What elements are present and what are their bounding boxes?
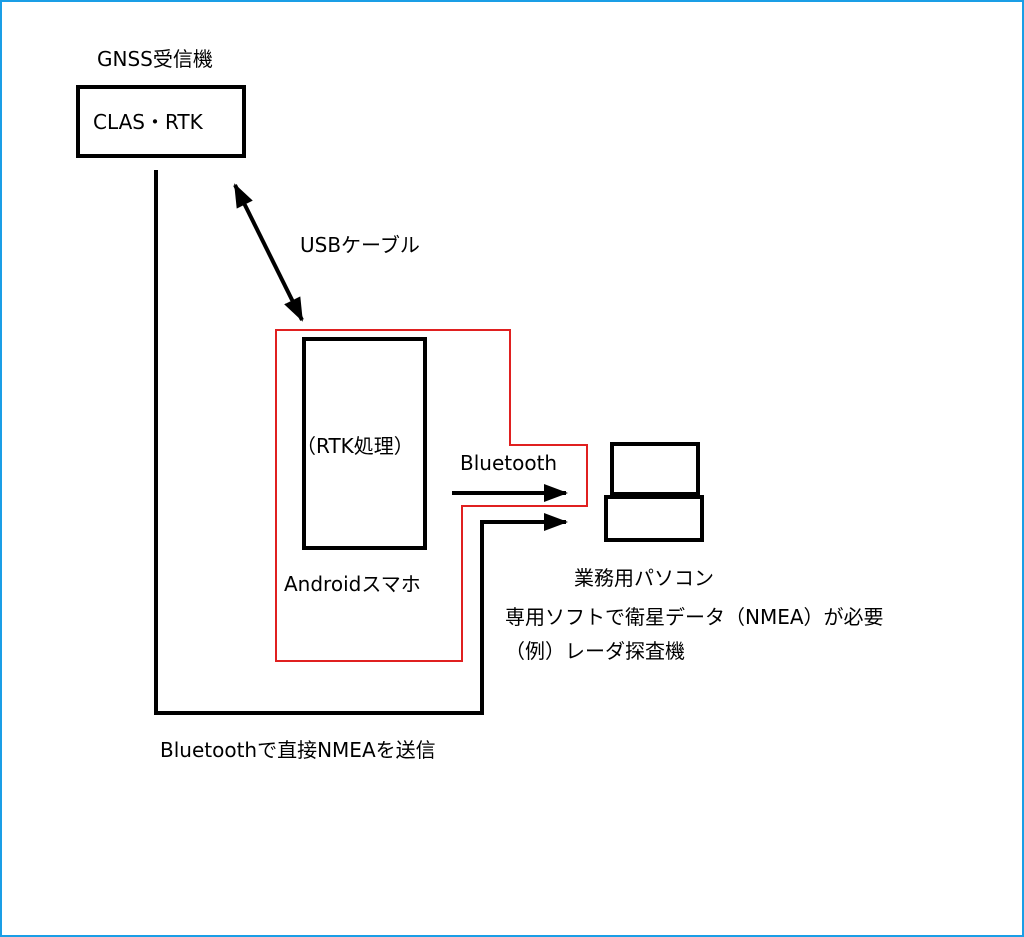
gnss-receiver-box: [76, 85, 246, 158]
usb-cable-label: USBケーブル: [300, 233, 420, 257]
example-label: （例）レーダ探査機: [505, 639, 685, 663]
usb-cable-arrow: [233, 183, 304, 322]
gnss-receiver-title: GNSS受信機: [97, 47, 213, 71]
laptop-icon: [604, 442, 704, 542]
bluetooth-label: Bluetooth: [460, 451, 558, 475]
direct-nmea-label: Bluetoothで直接NMEAを送信: [160, 738, 436, 762]
gnss-receiver-label: CLAS・RTK: [93, 110, 203, 134]
smartphone-box: [302, 337, 427, 550]
android-smartphone-label: Androidスマホ: [284, 572, 421, 596]
rtk-processing-label: （RTK処理）: [296, 434, 414, 458]
pc-label: 業務用パソコン: [574, 566, 714, 590]
requirement-label: 専用ソフトで衛星データ（NMEA）が必要: [505, 605, 884, 629]
smartphone-highlight-region: [275, 329, 588, 662]
direct-nmea-path: [154, 170, 568, 715]
